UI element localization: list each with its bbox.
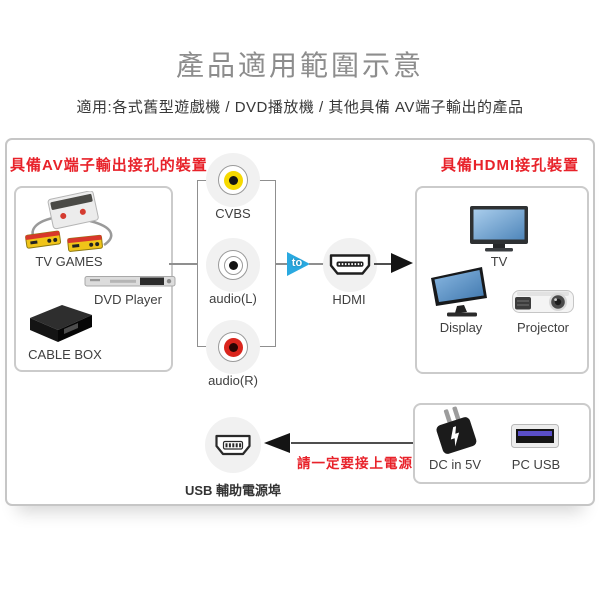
hdmi-connector-icon xyxy=(323,238,377,292)
page-subtitle: 適用:各式舊型遊戲機 / DVD播放機 / 其他具備 AV端子輸出的產品 xyxy=(76,99,524,116)
projector-icon xyxy=(512,286,574,316)
rca-plug-yellow-icon xyxy=(206,153,260,207)
cable-box-icon xyxy=(26,302,96,346)
usb-power-port-label: USB 輔助電源埠 xyxy=(184,483,282,498)
tv-label: TV xyxy=(490,254,508,269)
hdmi-devices-heading: 具備HDMI接孔裝置 xyxy=(440,157,580,174)
to-label: to xyxy=(291,257,303,269)
mini-usb-icon xyxy=(205,417,261,473)
cvbs-label: CVBS xyxy=(215,206,251,221)
monitor-icon xyxy=(430,266,496,318)
bracket-to-line xyxy=(276,263,289,265)
output-arrow-line xyxy=(374,263,392,265)
source-connector-line xyxy=(169,263,197,265)
audio-right-label: audio(R) xyxy=(208,373,258,388)
pc-usb-label: PC USB xyxy=(511,457,561,472)
dvd-player-icon xyxy=(84,272,176,290)
rca-plug-white-icon xyxy=(206,238,260,292)
display-label: Display xyxy=(439,320,483,335)
cable-box-label: CABLE BOX xyxy=(28,347,102,362)
page-title: 產品適用範圍示意 xyxy=(175,50,424,81)
dvd-player-label: DVD Player xyxy=(94,292,162,307)
projector-label: Projector xyxy=(516,320,570,335)
usb-port-icon xyxy=(511,424,559,448)
tv-games-label: TV GAMES xyxy=(35,254,103,269)
dc-in-label: DC in 5V xyxy=(428,457,482,472)
tv-icon xyxy=(470,206,528,254)
audio-left-label: audio(L) xyxy=(209,291,257,306)
power-warning-text: 請一定要接上電源 xyxy=(297,456,413,471)
arrow-left-icon xyxy=(264,433,290,453)
to-hdmi-line xyxy=(309,263,325,265)
game-console-icon xyxy=(24,191,120,253)
av-source-heading: 具備AV端子輸出接孔的裝置 xyxy=(10,157,208,174)
rca-plug-red-icon xyxy=(206,320,260,374)
power-adapter-icon xyxy=(428,406,482,456)
arrow-right-icon xyxy=(391,253,413,273)
hdmi-label: HDMI xyxy=(332,292,366,307)
power-arrow-line xyxy=(291,442,413,444)
to-arrow-icon xyxy=(287,252,310,276)
